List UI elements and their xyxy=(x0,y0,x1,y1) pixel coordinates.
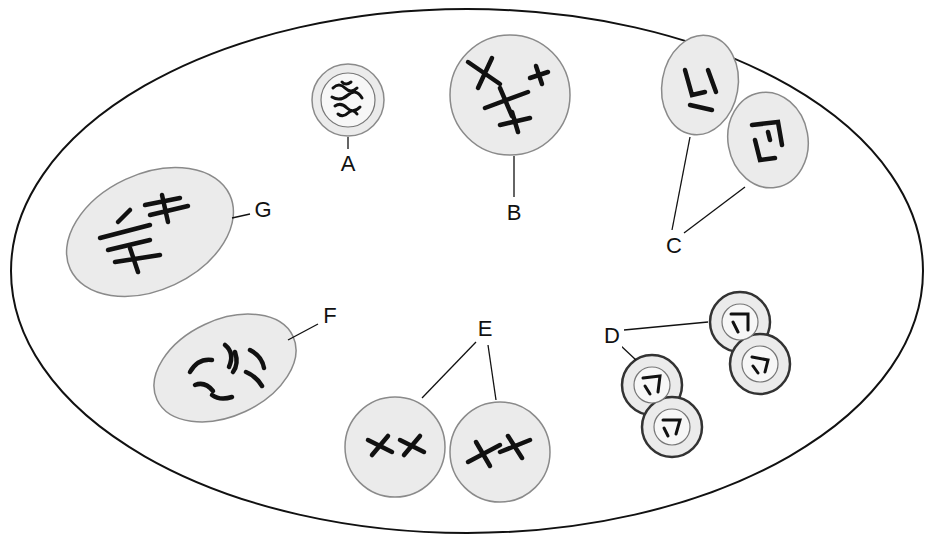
leader-line xyxy=(488,345,496,400)
outer-ellipse xyxy=(11,9,923,533)
cell-d xyxy=(622,292,790,457)
cell-c xyxy=(654,29,816,194)
leader-line xyxy=(288,324,318,340)
callout-letter: C xyxy=(664,234,684,258)
leader-line xyxy=(620,345,636,360)
callout-letter: F xyxy=(321,304,338,328)
cell-e xyxy=(345,397,550,502)
callout-letter: B xyxy=(505,201,524,225)
cell-f xyxy=(137,293,314,443)
callout-letter: D xyxy=(602,324,622,348)
cell-a xyxy=(312,64,384,136)
cell-b xyxy=(450,35,570,155)
cell-g xyxy=(46,142,255,322)
callout-letter: G xyxy=(252,198,273,222)
leader-line xyxy=(513,156,514,197)
leader-line xyxy=(422,342,476,398)
callout-letter: A xyxy=(339,152,358,176)
leader-line xyxy=(684,187,745,233)
leader-line xyxy=(672,137,690,230)
leader-line xyxy=(347,137,348,149)
leader-line xyxy=(232,214,250,218)
leader-line xyxy=(624,322,708,330)
callout-letter: E xyxy=(476,317,495,341)
